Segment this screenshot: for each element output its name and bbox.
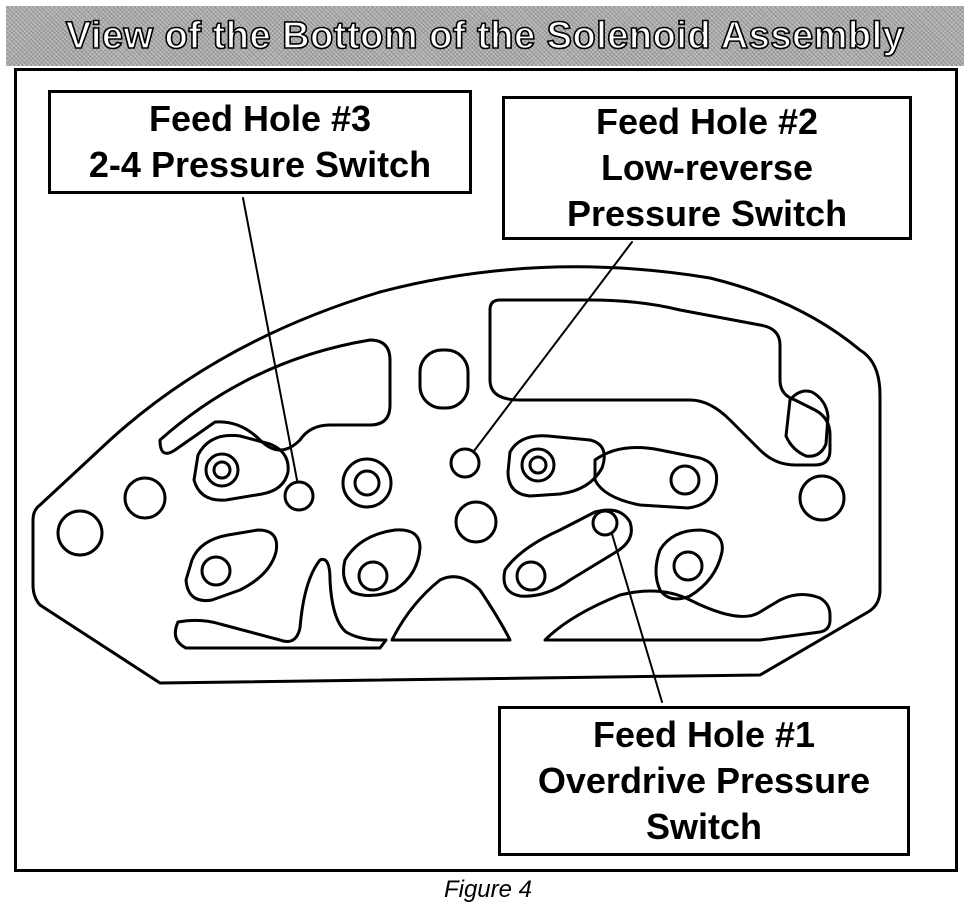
port-lower-overdrive	[515, 560, 547, 592]
passage-lower-center	[390, 575, 512, 642]
lobe-lower-middle	[342, 528, 422, 597]
port-lower-right	[672, 550, 704, 582]
feed-hole-1	[591, 509, 619, 537]
plate-outline	[31, 265, 882, 685]
title-bar: View of the Bottom of the Solenoid Assem…	[6, 6, 964, 66]
lobe-upper-center	[506, 434, 606, 498]
passage-lower-left	[173, 557, 388, 650]
leader-feed-hole-3	[242, 197, 298, 481]
lobe-lower-left	[184, 528, 279, 603]
port-lower-left	[200, 555, 232, 587]
diagram-title: View of the Bottom of the Solenoid Assem…	[65, 14, 905, 58]
lobe-lower-overdrive	[502, 508, 633, 598]
leader-feed-hole-2	[473, 241, 633, 452]
passage-right-lobe	[784, 389, 830, 458]
port-upper-left-hole	[212, 460, 232, 480]
callout-feed-hole-2-line1: Feed Hole #2	[595, 101, 819, 142]
callout-feed-hole-1-line3: Switch	[645, 806, 762, 847]
port-right-edge	[798, 474, 846, 522]
callout-feed-hole-2-line2: Low-reverse	[600, 147, 814, 188]
port-upper-center-hole	[528, 455, 548, 475]
feed-hole-2	[449, 447, 481, 479]
callout-feed-hole-2-line3: Pressure Switch	[566, 193, 848, 234]
diagram-frame	[14, 68, 958, 872]
feed-hole-3	[283, 480, 315, 512]
lobe-upper-left	[192, 433, 290, 502]
callout-feed-hole-3-line2: 2-4 Pressure Switch	[88, 144, 432, 185]
callout-feed-hole-1-line1: Feed Hole #1	[592, 714, 816, 755]
port-lower-middle	[357, 560, 389, 592]
figure-caption: Figure 4	[443, 876, 533, 903]
passage-upper-right	[488, 298, 832, 467]
port-upper-left-ring	[204, 452, 240, 488]
callout-feed-hole-3-line1: Feed Hole #3	[148, 98, 372, 139]
port-upper-center-ring	[520, 447, 556, 483]
port-left-edge-b	[56, 509, 104, 557]
lobe-lower-right	[654, 528, 724, 601]
port-mid	[454, 500, 498, 544]
leader-feed-hole-1	[611, 533, 663, 703]
callout-feed-hole-1: Feed Hole #1 Overdrive Pressure Switch	[498, 706, 910, 856]
port-ring-a-inner	[353, 469, 381, 497]
port-left-edge-a	[123, 476, 167, 520]
port-upper-right	[669, 464, 701, 496]
passage-square	[418, 348, 470, 410]
port-ring-a	[341, 457, 393, 509]
passage-lower-right	[543, 589, 832, 642]
passage-left-arc	[158, 338, 392, 455]
lobe-upper-right	[593, 446, 719, 510]
callout-feed-hole-1-line2: Overdrive Pressure	[537, 760, 871, 801]
callout-feed-hole-3: Feed Hole #3 2-4 Pressure Switch	[48, 90, 472, 194]
callout-feed-hole-2: Feed Hole #2 Low-reverse Pressure Switch	[502, 96, 912, 240]
